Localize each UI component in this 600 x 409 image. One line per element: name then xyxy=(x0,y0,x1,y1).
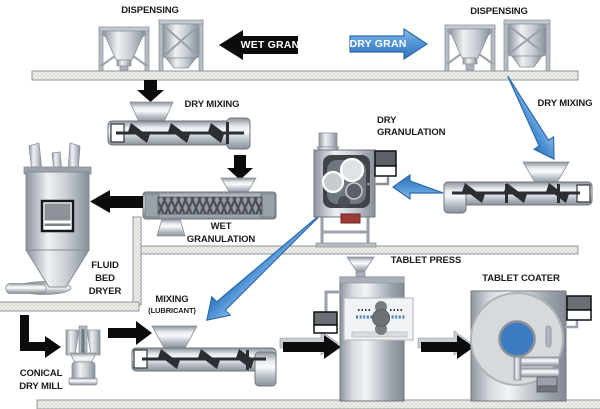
label-dry-mixing-left: DRY MIXING xyxy=(184,99,240,110)
lower-left-floor xyxy=(0,301,140,312)
dispensing-bins-left xyxy=(98,19,204,72)
label-fluid-bed-dryer-line3: DRYER xyxy=(88,286,122,297)
arrow-drymixing-to-wetgranulation xyxy=(227,155,253,180)
arrow-wetgranulation-to-dryer xyxy=(90,190,143,213)
label-dry-gran: DRY GRAN xyxy=(349,38,407,50)
tablet-coater-graphic xyxy=(470,290,592,402)
label-dry-granulation: DRY GRANULATION xyxy=(377,115,445,138)
label-dispensing-right: DISPENSING xyxy=(470,6,528,17)
tablet-press-graphic xyxy=(313,256,414,402)
label-fluid-bed-dryer: FLUID BED DRYER xyxy=(88,259,122,298)
arrow-wet-gran xyxy=(219,30,298,60)
dry-mixing-conveyor-left xyxy=(107,101,251,150)
arrow-granulator-to-mixing xyxy=(206,210,325,321)
label-conical-dry-mill: CONICAL DRY MILL xyxy=(19,367,63,393)
wet-granulator xyxy=(142,177,277,237)
label-fluid-bed-dryer-line2: BED xyxy=(95,273,115,284)
fluid-bed-dryer-graphic xyxy=(5,142,92,295)
left-wall xyxy=(132,216,142,306)
arrow-mixer-to-press xyxy=(279,330,341,359)
dispensing-bins-right xyxy=(444,19,551,72)
dry-granulator xyxy=(313,132,397,248)
arrow-dry-gran xyxy=(349,27,429,61)
label-dry-granulation-line1: DRY xyxy=(377,115,397,126)
label-fluid-bed-dryer-line1: FLUID xyxy=(91,260,119,271)
arrow-mill-to-mixer xyxy=(108,321,152,345)
arrow-conveyor-to-granulator xyxy=(391,173,444,201)
bottom-floor xyxy=(36,399,600,409)
label-wet-gran: WET GRAN xyxy=(240,39,300,51)
arrow-dispensing-to-drymixing xyxy=(137,80,164,102)
label-tablet-press: TABLET PRESS xyxy=(390,255,462,266)
arrow-dryer-to-mill xyxy=(20,315,61,358)
dry-mixing-conveyor-right xyxy=(443,161,593,214)
label-mixing: MIXING (LUBRICANT) xyxy=(148,294,196,316)
arrow-dispensing-to-drymixing-right xyxy=(507,75,555,161)
label-wet-granulation-line1: WET xyxy=(210,221,232,232)
label-conical-dry-mill-line1: CONICAL xyxy=(19,368,63,379)
label-wet-granulation-line2: GRANULATION xyxy=(186,233,256,245)
conical-mill-graphic xyxy=(65,325,101,386)
arrow-press-to-coater xyxy=(417,330,474,359)
lubricant-mixer xyxy=(131,325,277,387)
top-platform xyxy=(31,70,579,81)
label-dispensing-left: DISPENSING xyxy=(121,5,179,16)
label-tablet-coater: TABLET COATER xyxy=(482,273,560,284)
label-mixing-line1: MIXING xyxy=(155,294,189,305)
label-dry-granulation-line2: GRANULATION xyxy=(377,126,446,138)
label-wet-granulation: WET GRANULATION xyxy=(187,221,255,246)
label-mixing-line2: (LUBRICANT) xyxy=(148,306,196,315)
label-dry-mixing-right: DRY MIXING xyxy=(537,98,593,109)
label-conical-dry-mill-line2: DRY MILL xyxy=(19,381,63,392)
